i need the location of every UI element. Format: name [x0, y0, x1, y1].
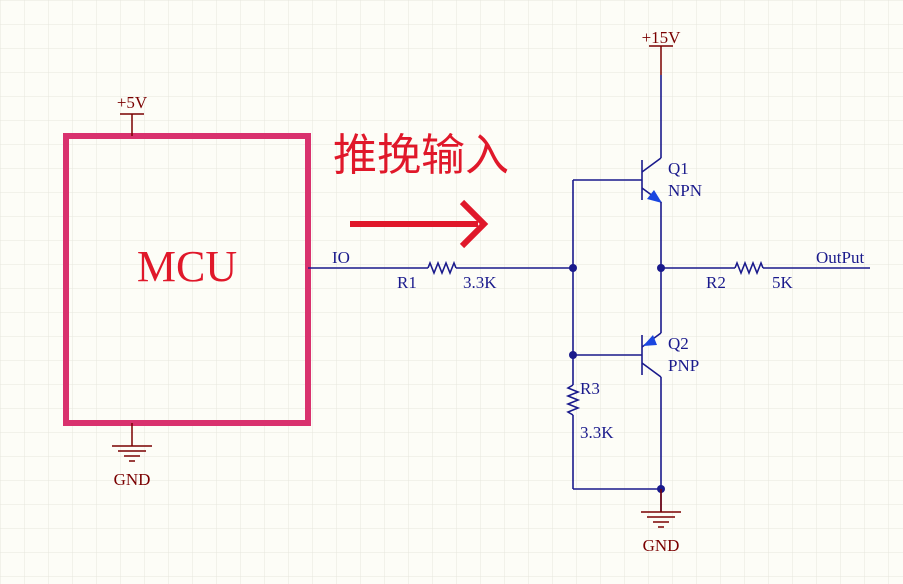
junction-base-io — [569, 264, 577, 272]
signal-direction-arrow — [350, 199, 489, 249]
q2-ref: Q2 — [668, 334, 689, 353]
r2-ref: R2 — [706, 273, 726, 292]
rail-15v-symbol: +15V — [642, 28, 682, 75]
q1-ref: Q1 — [668, 159, 689, 178]
junction-output — [657, 264, 665, 272]
r3-ref: R3 — [580, 379, 600, 398]
q2-emitter-arrow — [643, 335, 657, 346]
mcu-block[interactable]: MCU — [63, 133, 311, 426]
mcu-supply-symbol: +5V — [117, 93, 148, 136]
base-bus — [569, 179, 661, 490]
mcu-box — [63, 133, 311, 426]
transistor-q1[interactable]: Q1 NPN — [641, 157, 702, 203]
ground-label: GND — [643, 536, 680, 555]
q1-emitter-arrow — [647, 190, 662, 203]
rail-15v-label: +15V — [642, 28, 682, 47]
transistor-q2[interactable]: Q2 PNP — [641, 332, 699, 378]
resistor-r1[interactable]: R1 3.3K — [397, 260, 497, 292]
ground-symbol: GND — [641, 489, 681, 555]
mcu-ground-label: GND — [114, 470, 151, 489]
r1-ref: R1 — [397, 273, 417, 292]
io-pin-label: IO — [332, 248, 350, 267]
q2-type: PNP — [668, 356, 699, 375]
resistor-r2[interactable]: R2 5K — [706, 260, 794, 292]
junction-base-q2 — [569, 351, 577, 359]
q1-type: NPN — [668, 181, 702, 200]
io-net[interactable]: IO — [308, 248, 573, 269]
output-label: OutPut — [816, 248, 864, 267]
mcu-ground-symbol: GND — [112, 423, 152, 489]
mcu-supply-label: +5V — [117, 93, 148, 112]
mcu-label: MCU — [137, 242, 237, 291]
resistor-r3[interactable]: R3 3.3K — [565, 379, 614, 442]
diagram-title: 推挽输入 — [333, 131, 509, 180]
r2-value: 5K — [772, 273, 794, 292]
r3-value: 3.3K — [580, 423, 614, 442]
output-net[interactable]: OutPut — [657, 202, 870, 333]
r1-value: 3.3K — [463, 273, 497, 292]
